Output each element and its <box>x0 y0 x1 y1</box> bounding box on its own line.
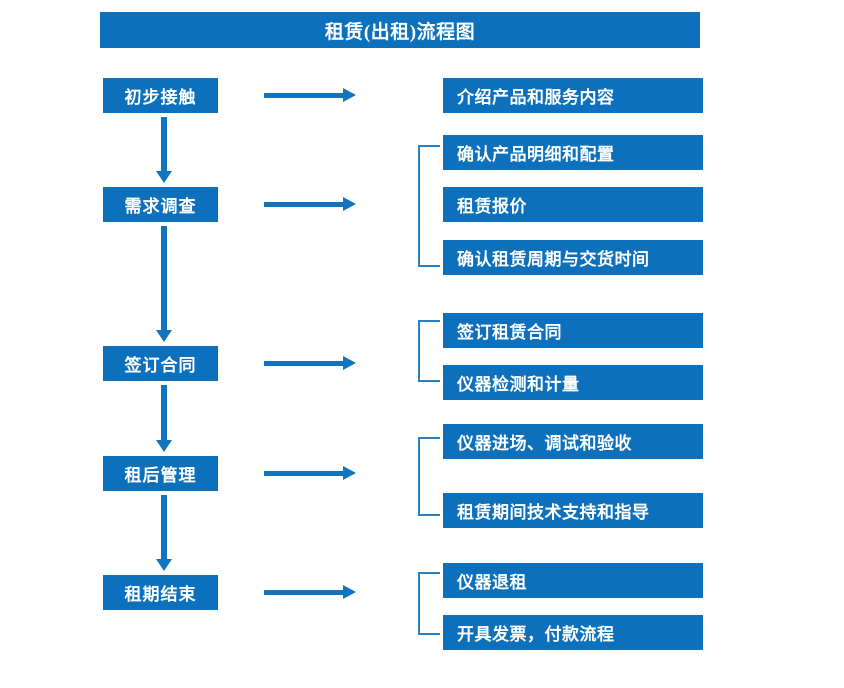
stage-label: 初步接触 <box>124 88 197 107</box>
right-arrow-icon-stage2 <box>264 197 356 211</box>
stage-box-requirement-survey[interactable]: 需求调查 <box>103 187 218 222</box>
stage-label: 需求调查 <box>124 197 197 216</box>
stage-box-lease-end[interactable]: 租期结束 <box>103 575 218 610</box>
detail-label: 开具发票，付款流程 <box>457 625 615 644</box>
right-arrow-icon-stage3 <box>264 356 356 370</box>
group-bracket-icon-stage4 <box>418 437 440 516</box>
detail-box-introduce-products[interactable]: 介绍产品和服务内容 <box>443 78 703 113</box>
detail-box-instrument-delivery-commissioning[interactable]: 仪器进场、调试和验收 <box>443 424 703 459</box>
stage-box-post-lease-management[interactable]: 租后管理 <box>103 456 218 491</box>
detail-box-instrument-inspection[interactable]: 仪器检测和计量 <box>443 365 703 400</box>
right-arrow-icon-stage5 <box>264 585 356 599</box>
stage-label: 签订合同 <box>124 356 197 375</box>
group-bracket-icon-stage3 <box>418 320 440 382</box>
group-bracket-icon-stage2 <box>418 145 440 267</box>
right-arrow-icon-stage1 <box>264 88 356 102</box>
down-arrow-icon-stage1-stage2 <box>156 117 172 183</box>
stage-box-sign-contract[interactable]: 签订合同 <box>103 346 218 381</box>
detail-label: 租赁期间技术支持和指导 <box>457 503 650 522</box>
detail-box-technical-support[interactable]: 租赁期间技术支持和指导 <box>443 493 703 528</box>
down-arrow-icon-stage2-stage3 <box>156 226 172 342</box>
stage-box-initial-contact[interactable]: 初步接触 <box>103 78 218 113</box>
stage-label: 租后管理 <box>124 466 197 485</box>
page-title: 租赁(出租)流程图 <box>100 12 700 48</box>
detail-box-sign-lease-contract[interactable]: 签订租赁合同 <box>443 313 703 348</box>
detail-box-lease-quotation[interactable]: 租赁报价 <box>443 187 703 222</box>
detail-label: 仪器检测和计量 <box>457 375 580 394</box>
detail-box-instrument-return[interactable]: 仪器退租 <box>443 563 703 598</box>
detail-box-confirm-product-spec[interactable]: 确认产品明细和配置 <box>443 135 703 170</box>
stage-label: 租期结束 <box>124 585 197 604</box>
detail-box-invoice-payment[interactable]: 开具发票，付款流程 <box>443 615 703 650</box>
detail-label: 确认产品明细和配置 <box>457 145 615 164</box>
detail-label: 签订租赁合同 <box>457 323 562 342</box>
down-arrow-icon-stage4-stage5 <box>156 495 172 571</box>
detail-box-confirm-lease-period[interactable]: 确认租赁周期与交货时间 <box>443 240 703 275</box>
right-arrow-icon-stage4 <box>264 466 356 480</box>
detail-label: 租赁报价 <box>457 197 527 216</box>
detail-label: 介绍产品和服务内容 <box>457 88 615 107</box>
detail-label: 仪器退租 <box>457 573 527 592</box>
down-arrow-icon-stage3-stage4 <box>156 385 172 452</box>
group-bracket-icon-stage5 <box>418 572 440 635</box>
detail-label: 仪器进场、调试和验收 <box>457 434 632 453</box>
detail-label: 确认租赁周期与交货时间 <box>457 250 650 269</box>
